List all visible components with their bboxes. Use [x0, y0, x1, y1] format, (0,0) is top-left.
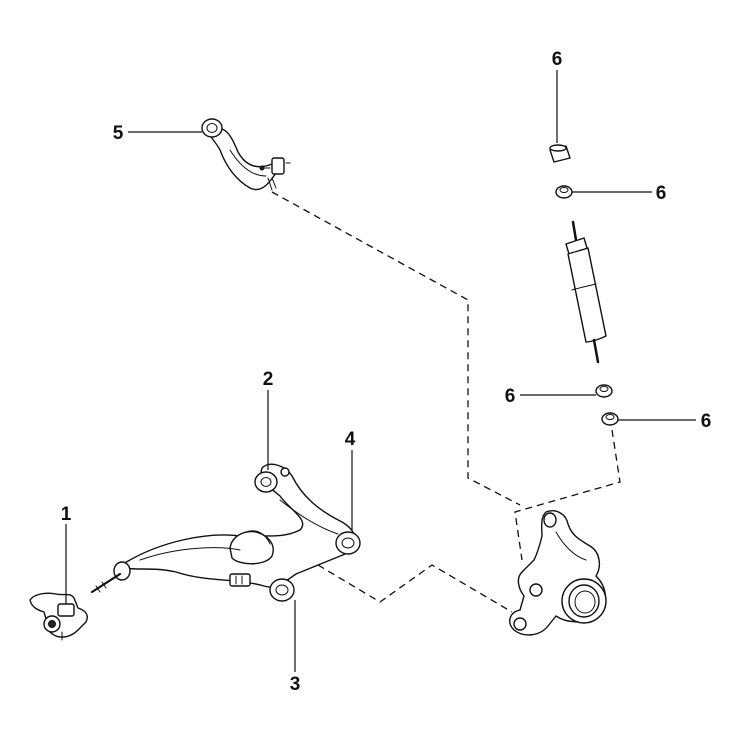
callout-6-top: 6: [552, 49, 563, 70]
lower-control-arm: [90, 463, 361, 602]
callout-2: 2: [263, 369, 274, 390]
dash-line-upper-arm-to-knuckle: [271, 191, 521, 506]
bushing-upper-second: [555, 185, 573, 199]
callout-3: 3: [290, 674, 301, 695]
bushing-top: [549, 144, 571, 163]
dash-line-shock-to-knuckle: [514, 429, 621, 561]
callout-6-upper-right: 6: [656, 183, 667, 204]
upper-control-arm: [201, 118, 291, 191]
callout-6-lower-left: 6: [505, 386, 516, 407]
leader-lines: [65, 70, 696, 672]
dash-line-lower-arm-to-knuckle: [317, 564, 513, 613]
callout-1: 1: [61, 504, 72, 525]
callout-4: 4: [345, 429, 356, 450]
bushing-lower-second: [601, 412, 619, 426]
callout-6-lower-right: 6: [701, 411, 712, 432]
assembly-dash-lines: [271, 191, 621, 613]
callout-5: 5: [113, 123, 124, 144]
callout-labels: 1 2 3 4 5 6 6 6 6: [61, 49, 712, 695]
shock-absorber: [565, 220, 607, 364]
bushing-lower-first: [595, 384, 613, 398]
steering-knuckle: [509, 510, 607, 636]
strut-bracket: [29, 592, 88, 641]
